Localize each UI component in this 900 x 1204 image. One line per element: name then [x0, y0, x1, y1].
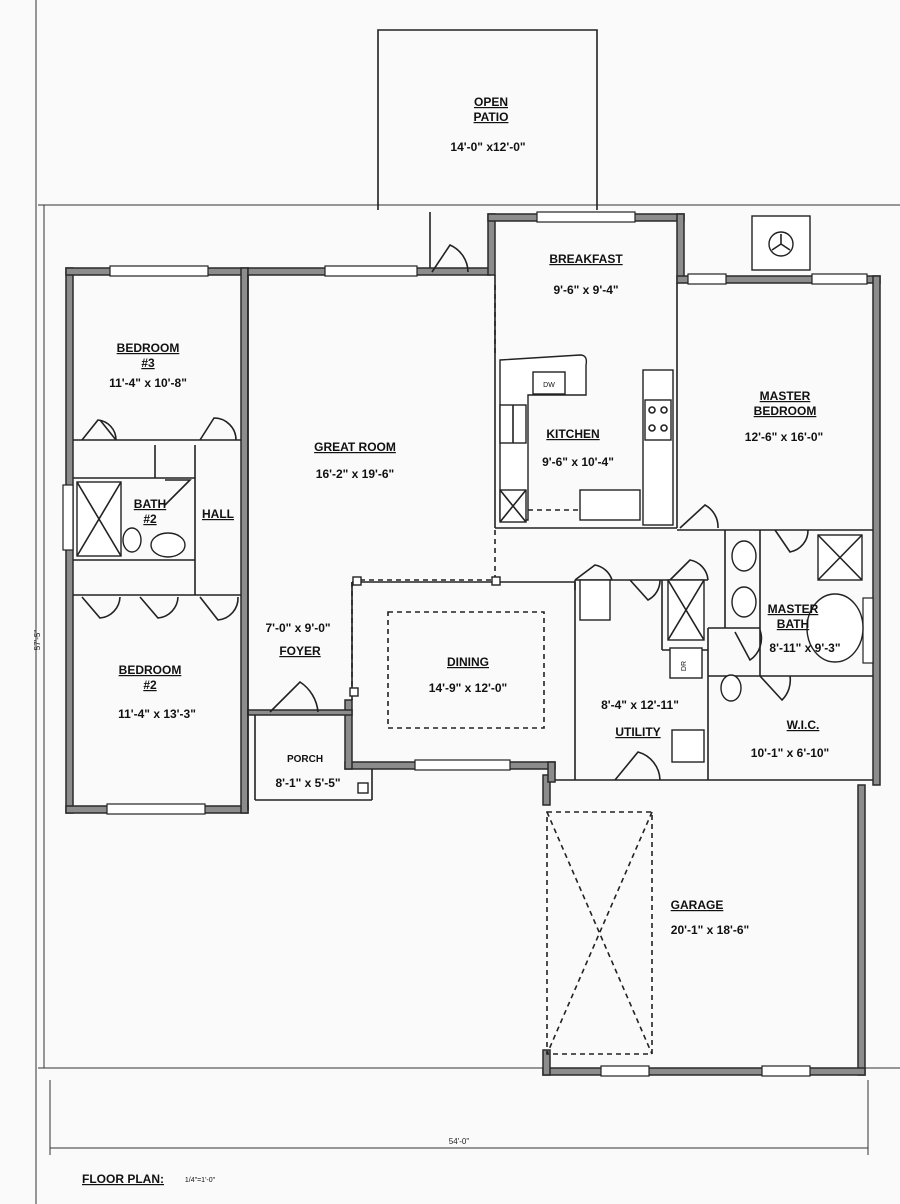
overall-width-dimension: 54'-0"	[449, 1137, 470, 1146]
svg-text:FOYER: FOYER	[279, 644, 321, 658]
svg-text:14'-9" x 12'-0": 14'-9" x 12'-0"	[429, 681, 507, 695]
garage-label: GARAGE 20'-1" x 18'-6"	[671, 898, 750, 937]
svg-text:BATH: BATH	[777, 617, 809, 631]
chimney-box	[751, 215, 811, 271]
svg-text:BEDROOM: BEDROOM	[754, 404, 817, 418]
svg-text:#3: #3	[141, 356, 155, 370]
svg-text:9'-6" x 10'-4": 9'-6" x 10'-4"	[542, 455, 614, 469]
svg-text:W.I.C.: W.I.C.	[787, 718, 820, 732]
hall-label: HALL	[202, 507, 234, 521]
bath2-label: BATH #2	[134, 497, 166, 526]
porch-label: PORCH 8'-1" x 5'-5"	[275, 754, 340, 790]
breakfast-label: BREAKFAST 9'-6" x 9'-4"	[549, 252, 623, 297]
svg-text:7'-0" x 9'-0": 7'-0" x 9'-0"	[265, 621, 330, 635]
cooktop	[644, 399, 672, 441]
svg-text:8'-4" x 12'-11": 8'-4" x 12'-11"	[601, 698, 679, 712]
wic-label: W.I.C. 10'-1" x 6'-10"	[751, 718, 829, 760]
utility-label: 8'-4" x 12'-11" UTILITY	[601, 698, 679, 739]
svg-text:16'-2" x 19'-6": 16'-2" x 19'-6"	[316, 467, 394, 481]
bath2-sink	[150, 532, 186, 558]
svg-text:12'-6" x 16'-0": 12'-6" x 16'-0"	[745, 430, 823, 444]
svg-text:8'-1" x 5'-5": 8'-1" x 5'-5"	[275, 776, 340, 790]
svg-text:#2: #2	[143, 512, 157, 526]
dining-label: DINING 14'-9" x 12'-0"	[429, 655, 507, 695]
fixtures	[76, 354, 864, 794]
svg-text:10'-1" x 6'-10": 10'-1" x 6'-10"	[751, 746, 829, 760]
svg-text:UTILITY: UTILITY	[615, 725, 660, 739]
svg-text:8'-11" x 9'-3": 8'-11" x 9'-3"	[769, 641, 840, 655]
utility-sink	[671, 729, 705, 763]
svg-text:11'-4" x 10'-8": 11'-4" x 10'-8"	[109, 376, 187, 390]
overall-depth-dimension: 57'-5"	[33, 630, 42, 651]
door-swings	[81, 243, 809, 781]
svg-text:OPEN: OPEN	[474, 95, 508, 109]
svg-text:BEDROOM: BEDROOM	[119, 663, 182, 677]
open-patio-label: OPEN PATIO 14'-0" x12'-0"	[450, 95, 525, 154]
svg-text:MASTER: MASTER	[760, 389, 811, 403]
floor-plan-scale: 1/4"=1'-0"	[185, 1177, 216, 1184]
foyer-label: 7'-0" x 9'-0" FOYER	[265, 621, 330, 658]
svg-text:BATH: BATH	[134, 497, 166, 511]
svg-text:20'-1" x 18'-6": 20'-1" x 18'-6"	[671, 923, 749, 937]
svg-text:MASTER: MASTER	[768, 602, 819, 616]
dryer-box	[669, 647, 703, 679]
dishwasher-box	[532, 371, 566, 395]
floor-plan-title: FLOOR PLAN:	[82, 1172, 164, 1186]
master-tub	[806, 593, 864, 663]
svg-text:GARAGE: GARAGE	[671, 898, 724, 912]
bedroom3-label: BEDROOM #3 11'-4" x 10'-8"	[109, 341, 187, 390]
svg-text:#2: #2	[143, 678, 157, 692]
bath2-toilet	[122, 527, 142, 553]
kitchen-label: KITCHEN 9'-6" x 10'-4"	[542, 427, 614, 469]
master-bath-label: MASTER BATH 8'-11" x 9'-3"	[768, 602, 841, 655]
svg-text:PORCH: PORCH	[287, 754, 323, 765]
svg-text:KITCHEN: KITCHEN	[546, 427, 599, 441]
dryer-label: DR	[681, 661, 688, 671]
bedroom2-label: BEDROOM #2 11'-4" x 13'-3"	[118, 663, 196, 721]
svg-text:BREAKFAST: BREAKFAST	[549, 252, 623, 266]
master-bedroom-label: MASTER BEDROOM 12'-6" x 16'-0"	[745, 389, 823, 444]
open-patio-outline	[377, 29, 598, 210]
exterior-walls	[65, 213, 881, 1076]
svg-text:14'-0" x12'-0": 14'-0" x12'-0"	[450, 140, 525, 154]
svg-text:11'-4" x 13'-3": 11'-4" x 13'-3"	[118, 707, 196, 721]
dishwasher-label: DW	[543, 382, 555, 389]
svg-text:DINING: DINING	[447, 655, 489, 669]
master-toilet	[720, 674, 742, 702]
svg-text:BEDROOM: BEDROOM	[117, 341, 180, 355]
svg-text:PATIO: PATIO	[474, 110, 509, 124]
windows	[62, 211, 874, 1077]
svg-text:9'-6" x 9'-4": 9'-6" x 9'-4"	[553, 283, 618, 297]
svg-text:GREAT ROOM: GREAT ROOM	[314, 440, 396, 454]
great-room-label: GREAT ROOM 16'-2" x 19'-6"	[314, 440, 396, 481]
interior-walls	[73, 275, 873, 810]
